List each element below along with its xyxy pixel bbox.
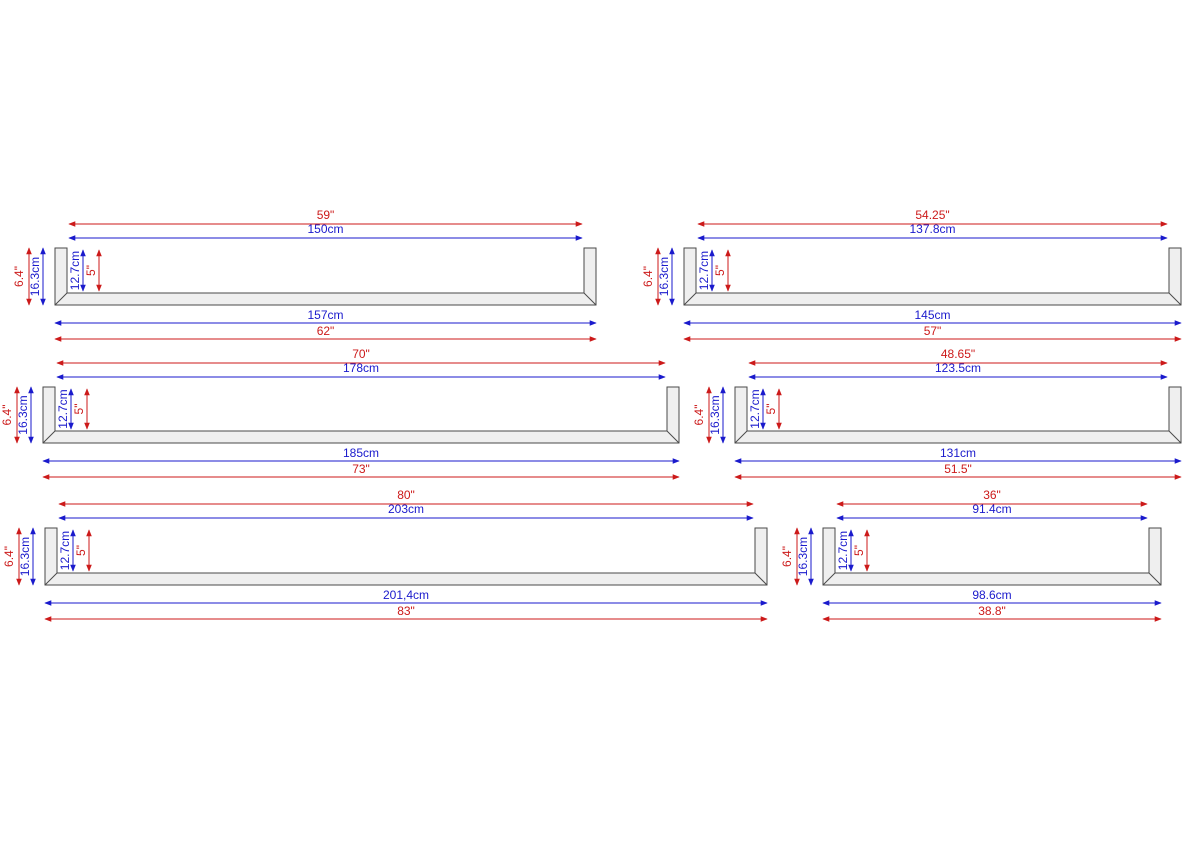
shelf-bevel-left bbox=[44, 572, 58, 586]
inner-width-in-label: 80" bbox=[397, 488, 415, 502]
inner-width-cm-label: 178cm bbox=[343, 361, 379, 375]
inner-width-cm-label: 203cm bbox=[388, 502, 424, 516]
outer-width-in-label: 51.5" bbox=[944, 462, 972, 476]
height-cm-label: 16.3cm bbox=[18, 537, 32, 576]
outer-width-in-label: 57" bbox=[924, 324, 942, 338]
shelf-bevel-left bbox=[734, 430, 748, 444]
inner-width-in-label: 59" bbox=[317, 208, 335, 222]
shelf-bevel-right bbox=[754, 572, 768, 586]
shelf-bevel-left bbox=[54, 292, 68, 306]
lip-in-label: 5" bbox=[84, 265, 98, 276]
height-in-label: 6.4" bbox=[0, 405, 14, 426]
height-cm-label: 16.3cm bbox=[16, 395, 30, 434]
shelf-profile bbox=[54, 247, 597, 306]
lip-cm-label: 12.7cm bbox=[748, 389, 762, 428]
height-cm-label: 16.3cm bbox=[657, 257, 671, 296]
inner-width-cm-label: 150cm bbox=[307, 222, 343, 236]
outer-width-cm-label: 185cm bbox=[343, 446, 379, 460]
outer-width-in-label: 38.8" bbox=[978, 604, 1006, 618]
height-in-label: 6.4" bbox=[641, 266, 655, 287]
shelf-profile bbox=[734, 386, 1182, 444]
outer-width-cm-label: 201,4cm bbox=[383, 588, 429, 602]
lip-cm-label: 12.7cm bbox=[58, 531, 72, 570]
lip-cm-label: 12.7cm bbox=[68, 251, 82, 290]
shelf-profile bbox=[44, 527, 768, 586]
shelf-bevel-right bbox=[666, 430, 680, 444]
shelf-profile bbox=[822, 527, 1162, 586]
outer-width-in-label: 83" bbox=[397, 604, 415, 618]
lip-in-label: 5" bbox=[764, 404, 778, 415]
lip-in-label: 5" bbox=[74, 545, 88, 556]
outer-width-cm-label: 145cm bbox=[914, 308, 950, 322]
shelf-bevel-left bbox=[822, 572, 836, 586]
outer-width-cm-label: 98.6cm bbox=[972, 588, 1011, 602]
height-in-label: 6.4" bbox=[2, 546, 16, 567]
inner-width-cm-label: 137.8cm bbox=[909, 222, 955, 236]
outer-width-in-label: 73" bbox=[352, 462, 370, 476]
shelf-bevel-right bbox=[1168, 430, 1182, 444]
shelf-bevel-right bbox=[583, 292, 597, 306]
height-cm-label: 16.3cm bbox=[28, 257, 42, 296]
lip-cm-label: 12.7cm bbox=[697, 251, 711, 290]
height-cm-label: 16.3cm bbox=[796, 537, 810, 576]
shelf-bevel-right bbox=[1168, 292, 1182, 306]
height-in-label: 6.4" bbox=[12, 266, 26, 287]
height-cm-label: 16.3cm bbox=[708, 395, 722, 434]
height-in-label: 6.4" bbox=[692, 405, 706, 426]
outer-width-cm-label: 157cm bbox=[307, 308, 343, 322]
shelf-bevel-right bbox=[1148, 572, 1162, 586]
shelf-bevel-left bbox=[683, 292, 697, 306]
inner-width-cm-label: 91.4cm bbox=[972, 502, 1011, 516]
shelf-profile bbox=[683, 247, 1182, 306]
outer-width-cm-label: 131cm bbox=[940, 446, 976, 460]
lip-in-label: 5" bbox=[713, 265, 727, 276]
lip-in-label: 5" bbox=[852, 545, 866, 556]
lip-in-label: 5" bbox=[72, 404, 86, 415]
inner-width-in-label: 36" bbox=[983, 488, 1001, 502]
inner-width-in-label: 70" bbox=[352, 347, 370, 361]
shelf-bevel-left bbox=[42, 430, 56, 444]
outer-width-in-label: 62" bbox=[317, 324, 335, 338]
inner-width-in-label: 54.25" bbox=[915, 208, 949, 222]
shelf-profile bbox=[42, 386, 680, 444]
inner-width-cm-label: 123.5cm bbox=[935, 361, 981, 375]
lip-cm-label: 12.7cm bbox=[836, 531, 850, 570]
height-in-label: 6.4" bbox=[780, 546, 794, 567]
inner-width-in-label: 48.65" bbox=[941, 347, 975, 361]
lip-cm-label: 12.7cm bbox=[56, 389, 70, 428]
